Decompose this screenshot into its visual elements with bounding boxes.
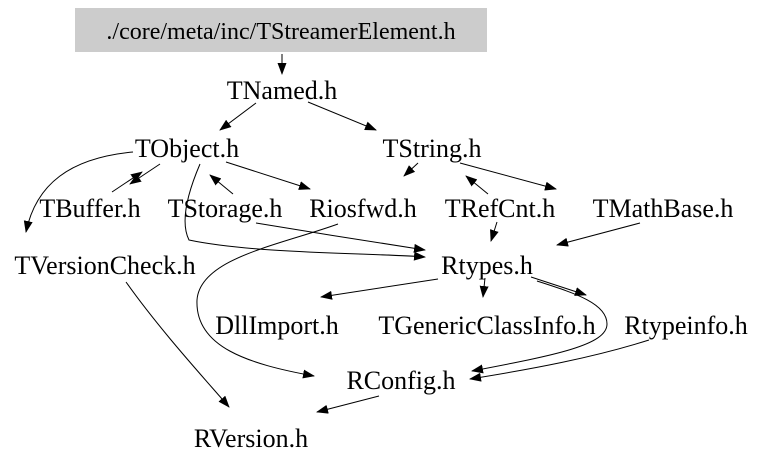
edge-RConfig-to-RVersion bbox=[316, 395, 380, 414]
root-node-box bbox=[75, 8, 487, 52]
node-Rtypeinfo.h[interactable]: Rtypeinfo.h bbox=[624, 311, 748, 340]
edge-TRefCnt-to-Rtypes bbox=[490, 221, 499, 242]
nodes-layer: ./core/meta/inc/TStreamerElement.hTNamed… bbox=[14, 8, 748, 453]
edge-Rtypes-to-TGenericClassInfo bbox=[479, 277, 489, 298]
edge-TObject-to-Rtypes bbox=[184, 163, 426, 261]
node-RVersion.h[interactable]: RVersion.h bbox=[194, 424, 308, 453]
node-TBuffer.h[interactable]: TBuffer.h bbox=[39, 194, 140, 223]
edge-TObject-to-TBuffer bbox=[129, 163, 161, 185]
edge-Rtypes-to-DllImport bbox=[320, 278, 439, 300]
node-TVersionCheck.h[interactable]: TVersionCheck.h bbox=[14, 251, 195, 280]
node-Riosfwd.h[interactable]: Riosfwd.h bbox=[309, 194, 417, 223]
edges-layer bbox=[23, 54, 650, 414]
edge-TVersionCheck-to-RVersion bbox=[125, 281, 230, 408]
edge-Rtypeinfo-to-RConfig bbox=[469, 339, 650, 382]
node-TGenericClassInfo.h[interactable]: TGenericClassInfo.h bbox=[378, 311, 595, 340]
node-TObject.h[interactable]: TObject.h bbox=[135, 134, 239, 163]
node-RConfig.h[interactable]: RConfig.h bbox=[346, 366, 455, 395]
edge-TObject-to-Riosfwd bbox=[225, 161, 311, 190]
node-TNamed.h[interactable]: TNamed.h bbox=[227, 76, 337, 105]
node-TString.h[interactable]: TString.h bbox=[383, 134, 482, 163]
edge-TBuffer-to-TObject bbox=[111, 171, 143, 193]
edge-TObject-to-TVersionCheck bbox=[23, 151, 134, 233]
edge-TStorage-to-Rtypes bbox=[255, 222, 426, 253]
node-Rtypes.h[interactable]: Rtypes.h bbox=[441, 251, 533, 280]
edge-TStorage-to-TObject bbox=[209, 174, 234, 195]
edge-TMathBase-to-Rtypes bbox=[556, 222, 641, 247]
edge-Rtypes-to-RConfig bbox=[471, 280, 608, 374]
edge-TNamed-to-TString bbox=[307, 101, 377, 131]
edge-TString-to-TMathBase bbox=[459, 162, 557, 191]
node-TRefCnt.h[interactable]: TRefCnt.h bbox=[445, 194, 556, 223]
edge-TRefCnt-to-TString bbox=[465, 175, 489, 195]
edge-Rtypes-to-Rtypeinfo bbox=[530, 276, 587, 296]
node-DllImport.h[interactable]: DllImport.h bbox=[215, 311, 339, 340]
edge-TNamed-to-TObject bbox=[219, 102, 257, 131]
node-TStorage.h[interactable]: TStorage.h bbox=[168, 194, 283, 223]
node-./core/meta/inc/TStreamerElement.h: ./core/meta/inc/TStreamerElement.h bbox=[106, 19, 455, 45]
node-TMathBase.h[interactable]: TMathBase.h bbox=[593, 194, 734, 223]
edge-TString-to-Riosfwd bbox=[403, 162, 419, 177]
edge-Riosfwd-to-RConfig bbox=[196, 223, 339, 379]
